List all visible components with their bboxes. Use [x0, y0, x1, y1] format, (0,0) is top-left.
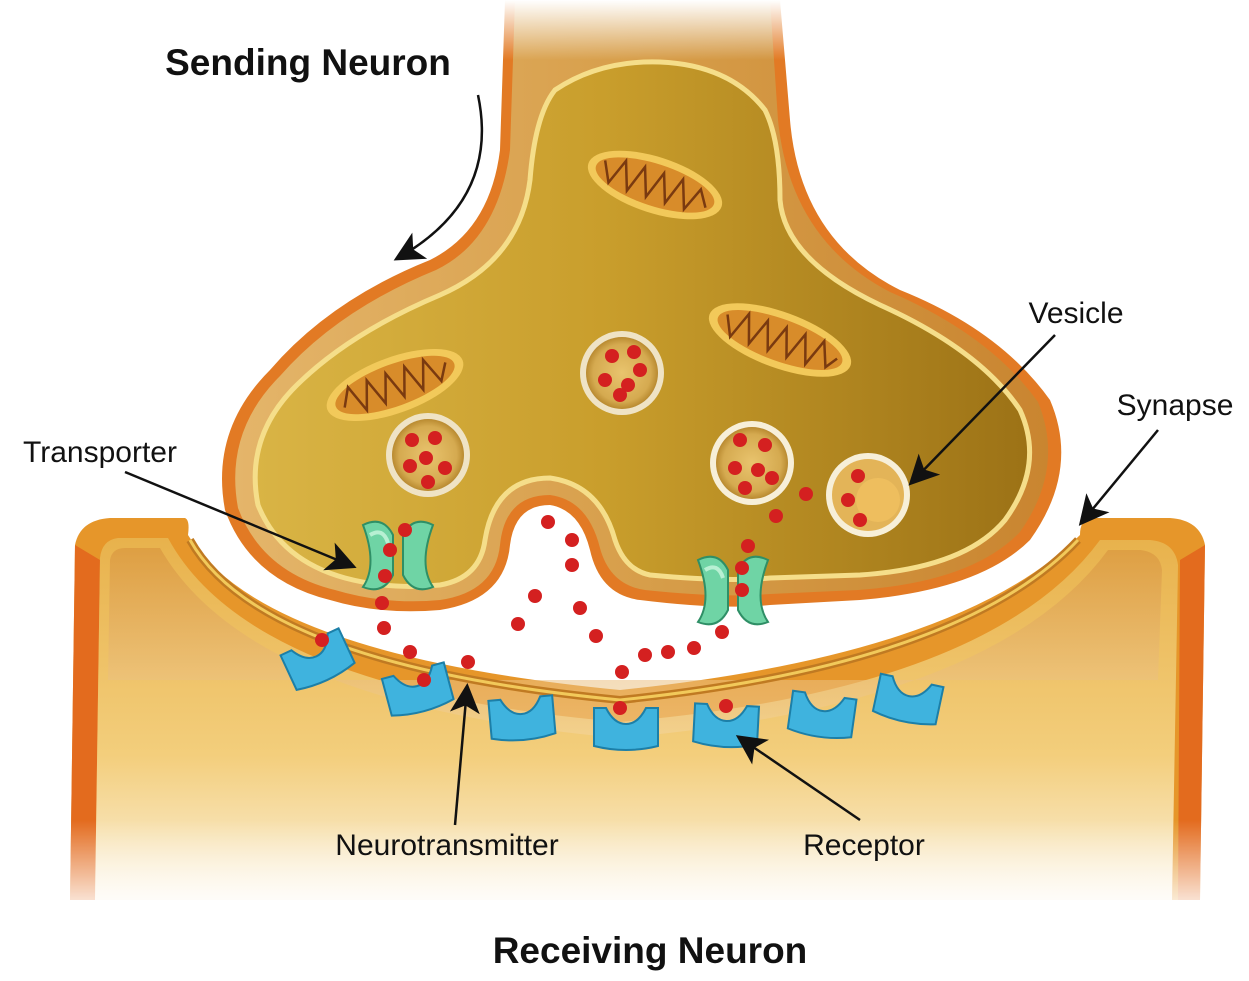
neurotransmitter-dot: [841, 493, 855, 507]
neurotransmitter-dot: [383, 543, 397, 557]
arrow-synapse: [1082, 430, 1158, 522]
neurotransmitter-dot: [403, 459, 417, 473]
neurotransmitter-dot: [378, 569, 392, 583]
neurotransmitter-dot: [417, 673, 431, 687]
label-neurotransmitter: Neurotransmitter: [335, 829, 558, 862]
neurotransmitter-dot: [633, 363, 647, 377]
neurotransmitter-dot: [315, 633, 329, 647]
neurotransmitter-dot: [605, 349, 619, 363]
neurotransmitter-dot: [719, 699, 733, 713]
neurotransmitter-dot: [627, 345, 641, 359]
neurotransmitter-dot: [528, 589, 542, 603]
neurotransmitter-dot: [851, 469, 865, 483]
vesicle: [826, 453, 910, 537]
neurotransmitter-dot: [769, 509, 783, 523]
neurotransmitter-dot: [613, 388, 627, 402]
neurotransmitter-dot: [738, 481, 752, 495]
neurotransmitter-dot: [598, 373, 612, 387]
neurotransmitter-dot: [661, 645, 675, 659]
neurotransmitter-dot: [573, 601, 587, 615]
neurotransmitter-dot: [735, 583, 749, 597]
neurotransmitter-dot: [715, 625, 729, 639]
neurotransmitter-dot: [799, 487, 813, 501]
label-transporter: Transporter: [23, 436, 177, 469]
neurotransmitter-dot: [565, 533, 579, 547]
neurotransmitter-dot: [377, 621, 391, 635]
neurotransmitter-dot: [613, 701, 627, 715]
neurotransmitter-dot: [638, 648, 652, 662]
neurotransmitter-dot: [421, 475, 435, 489]
neurotransmitter-dot: [565, 558, 579, 572]
neurotransmitter-dot: [741, 539, 755, 553]
label-receptor: Receptor: [803, 829, 925, 862]
neurotransmitter-dot: [687, 641, 701, 655]
neurotransmitter-dot: [751, 463, 765, 477]
neurotransmitter-dot: [405, 433, 419, 447]
label-vesicle: Vesicle: [1028, 297, 1123, 330]
neurotransmitter-dot: [398, 523, 412, 537]
title-sending-neuron: Sending Neuron: [165, 42, 451, 83]
neurotransmitter-dot: [589, 629, 603, 643]
neurotransmitter-dot: [758, 438, 772, 452]
neurotransmitter-dot: [541, 515, 555, 529]
sending-neuron: [222, 0, 1061, 611]
neurotransmitter-dot: [375, 596, 389, 610]
neurotransmitter-dot: [403, 645, 417, 659]
neurotransmitter-dot: [461, 655, 475, 669]
title-receiving-neuron: Receiving Neuron: [493, 930, 808, 971]
neurotransmitter-dot: [438, 461, 452, 475]
vesicle: [580, 331, 664, 415]
neurotransmitter-dot: [728, 461, 742, 475]
neurotransmitter-dot: [428, 431, 442, 445]
label-synapse: Synapse: [1117, 389, 1234, 422]
neurotransmitter-dot: [419, 451, 433, 465]
vesicle: [710, 421, 794, 505]
neurotransmitter-dot: [765, 471, 779, 485]
neurotransmitter-dot: [511, 617, 525, 631]
neurotransmitter-dot: [615, 665, 629, 679]
neurotransmitter-dot: [853, 513, 867, 527]
neurotransmitter-dot: [735, 561, 749, 575]
neurotransmitter-dot: [733, 433, 747, 447]
